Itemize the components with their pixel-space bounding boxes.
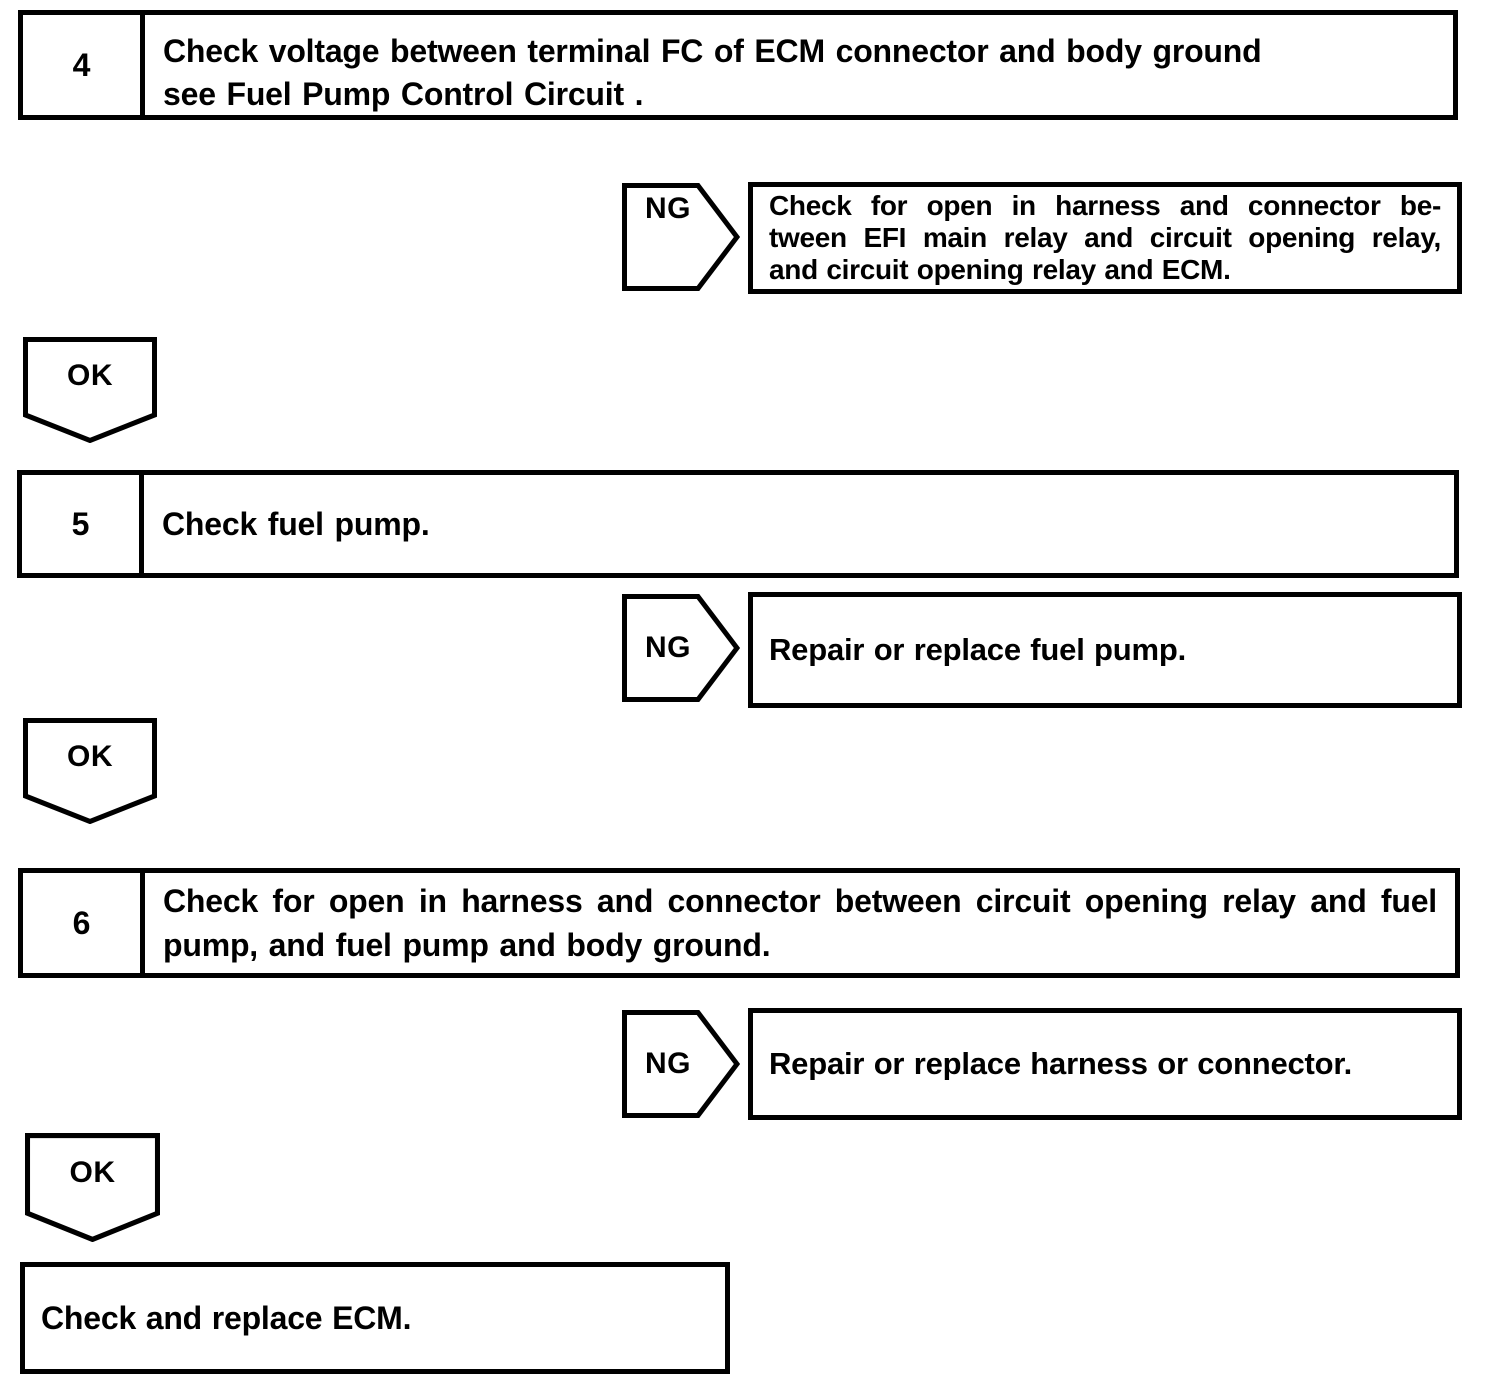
ok-pentagon-icon	[23, 718, 157, 824]
step-5-ng-label: NG	[645, 631, 692, 664]
step-4-ng-arrow: NG	[622, 183, 740, 291]
step-6-box: 6 Check for open in harness and connecto…	[18, 868, 1460, 978]
ng-action-line: Repair or replace fuel pump.	[769, 634, 1187, 666]
step-4-ng-action-box: Check for open in harness and connector …	[748, 182, 1462, 294]
ng-action-line: and circuit opening relay and ECM.	[769, 254, 1231, 285]
step-5-ok-arrow: OK	[23, 718, 157, 824]
step-6-instruction: Check for open in harness and connector …	[145, 873, 1455, 973]
step-4-box: 4 Check voltage between terminal FC of E…	[18, 10, 1458, 120]
final-action-box: Check and replace ECM.	[20, 1262, 730, 1374]
ng-action-line: Repair or replace harness or connector.	[769, 1048, 1352, 1080]
step-6-ng-action-box: Repair or replace harness or connector.	[748, 1008, 1462, 1120]
step-6-ok-arrow: OK	[25, 1133, 160, 1242]
ng-pentagon-icon	[622, 594, 740, 702]
step-6-ng-label: NG	[645, 1047, 692, 1080]
ok-pentagon-icon	[23, 337, 157, 443]
step-4-instruction-line: Check voltage between terminal FC of ECM…	[163, 33, 1262, 69]
step-4-ok-label: OK	[67, 359, 113, 393]
step-6-instruction-line: pump, and fuel pump and body ground.	[163, 927, 771, 963]
step-5-ok-label: OK	[67, 740, 113, 774]
ng-action-line: Check for open in harness and connector …	[769, 190, 1441, 221]
step-6-ok-label: OK	[69, 1156, 116, 1190]
step-4-ng-label: NG	[645, 192, 692, 225]
step-5-ng-action-box: Repair or replace fuel pump.	[748, 592, 1462, 708]
step-4-ok-arrow: OK	[23, 337, 157, 443]
step-5-ng-arrow: NG	[622, 594, 740, 702]
step-4-instruction-line: see Fuel Pump Control Circuit .	[163, 76, 644, 112]
final-action-text: Check and replace ECM.	[41, 1299, 412, 1336]
step-4-instruction: Check voltage between terminal FC of ECM…	[145, 15, 1453, 115]
step-5-instruction: Check fuel pump.	[144, 475, 1454, 573]
step-4-number: 4	[23, 15, 145, 115]
ng-pentagon-icon	[622, 183, 740, 291]
step-5-instruction-line: Check fuel pump.	[162, 505, 430, 542]
ok-pentagon-icon	[25, 1133, 160, 1242]
step-5-number: 5	[22, 475, 144, 573]
step-6-number: 6	[23, 873, 145, 973]
step-6-ng-arrow: NG	[622, 1010, 740, 1118]
step-6-instruction-line: Check for open in harness and connector …	[163, 883, 1437, 919]
step-5-box: 5 Check fuel pump.	[17, 470, 1459, 578]
ng-action-line: tween EFI main relay and circuit opening…	[769, 222, 1441, 253]
ng-pentagon-icon	[622, 1010, 740, 1118]
